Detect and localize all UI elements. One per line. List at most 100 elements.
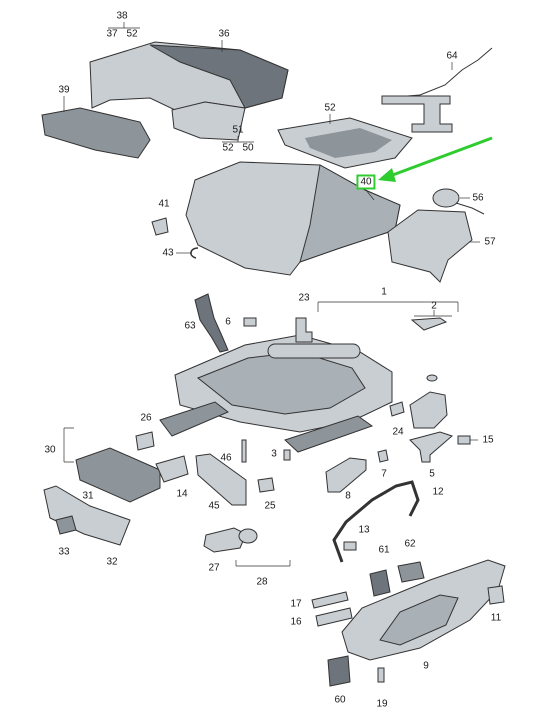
part-label-64: 64: [446, 50, 458, 62]
leader-30: [63, 427, 74, 463]
bolt-part: [243, 317, 257, 327]
spring-clip-part: [190, 247, 199, 259]
clip-7-part: [377, 449, 389, 463]
recliner-part: [409, 391, 448, 429]
switch-17-part: [311, 591, 349, 609]
seat-rail-right-part: [284, 415, 374, 453]
part-label-52: 52: [222, 142, 234, 154]
part-label-50: 50: [242, 142, 254, 154]
screw-13-part: [343, 541, 357, 551]
part-label-26: 26: [140, 412, 152, 424]
part-label-6: 6: [225, 316, 231, 328]
cover-14-part: [155, 455, 189, 483]
switch-16-part: [315, 607, 353, 627]
part-label-38: 38: [116, 10, 128, 22]
screw-46-part: [241, 439, 247, 463]
handle-part: [194, 293, 229, 353]
part-label-14: 14: [176, 488, 188, 500]
part-label-11: 11: [490, 612, 502, 624]
motor-gear-part: [238, 528, 258, 544]
part-label-40-highlighted: 40: [356, 174, 376, 190]
part-label-28: 28: [256, 576, 268, 588]
bracket-assy-part: [410, 317, 448, 331]
leader-2: [414, 310, 452, 317]
harness-part: [381, 47, 493, 99]
small-bracket-part: [389, 401, 405, 417]
harness-bracket-part: [381, 95, 453, 133]
part-label-23: 23: [298, 292, 310, 304]
part-label-15: 15: [482, 434, 494, 446]
leader-28: [235, 560, 291, 567]
part-label-2: 2: [431, 300, 437, 312]
part-label-56: 56: [472, 192, 484, 204]
part-label-8: 8: [345, 490, 351, 502]
part-label-45: 45: [208, 500, 220, 512]
part-label-16: 16: [290, 616, 302, 628]
part-label-1: 1: [381, 286, 387, 298]
bolt-15-part: [457, 435, 471, 445]
tube-12-part: [332, 480, 420, 563]
part-label-36: 36: [218, 28, 230, 40]
part-label-5: 5: [429, 468, 435, 480]
part-label-9: 9: [423, 660, 429, 672]
seat-frame-shade: [197, 351, 366, 415]
switch-61-part: [369, 569, 391, 597]
seat-mat-part: [387, 209, 473, 283]
part-label-46: 46: [220, 452, 232, 464]
bracket-part: [295, 317, 313, 343]
leader-40: [365, 189, 375, 201]
leader-51: [222, 136, 254, 143]
part-label-32: 32: [106, 556, 118, 568]
clip-part: [151, 217, 169, 236]
screw-3-part: [283, 449, 291, 461]
part-label-19: 19: [376, 698, 388, 710]
seat-cover-shade: [149, 44, 289, 109]
part-label-17: 17: [290, 598, 302, 610]
front-pad-part: [41, 107, 151, 159]
part-label-51: 51: [232, 124, 244, 136]
heating-mat-pattern: [305, 128, 392, 158]
tray-part: [75, 447, 161, 503]
leader-1: [317, 301, 459, 312]
sensor-part: [432, 188, 460, 208]
part-label-37: 37: [106, 28, 118, 40]
part-label-31: 31: [82, 490, 94, 502]
sensor-cable-part: [455, 202, 485, 215]
switch-60-part: [327, 655, 351, 687]
part-label-33: 33: [58, 546, 70, 558]
part-label-52: 52: [126, 28, 138, 40]
part-label-7: 7: [381, 468, 387, 480]
tube-part: [267, 343, 361, 359]
part-label-61: 61: [378, 544, 390, 556]
part-label-39: 39: [58, 84, 70, 96]
part-label-13: 13: [358, 524, 370, 536]
trim-part: [43, 485, 131, 546]
part-label-52: 52: [324, 102, 336, 114]
motor-part: [203, 527, 247, 553]
part-label-62: 62: [404, 538, 416, 550]
leader-38: [108, 22, 140, 29]
part-label-63: 63: [184, 320, 196, 332]
clip-25-part: [257, 477, 275, 493]
clip-11-part: [487, 585, 505, 605]
part-label-12: 12: [432, 486, 444, 498]
part-label-3: 3: [271, 448, 277, 460]
trim-8-part: [325, 457, 367, 493]
trim-end-part: [55, 515, 77, 535]
seat-cushion-shade: [299, 164, 401, 263]
cover-45-part: [195, 453, 247, 506]
part-label-24: 24: [392, 426, 404, 438]
arm-part: [409, 431, 453, 463]
seat-rail-part: [159, 401, 229, 437]
nut-part: [426, 374, 438, 382]
small-bracket-26-part: [135, 431, 155, 451]
part-label-60: 60: [334, 694, 346, 706]
part-label-27: 27: [208, 562, 220, 574]
part-label-25: 25: [264, 500, 276, 512]
switch-62-part: [397, 561, 425, 583]
screw-19-part: [377, 667, 385, 683]
part-label-57: 57: [484, 236, 496, 248]
part-label-43: 43: [162, 247, 174, 259]
side-trim-inner: [379, 594, 459, 646]
